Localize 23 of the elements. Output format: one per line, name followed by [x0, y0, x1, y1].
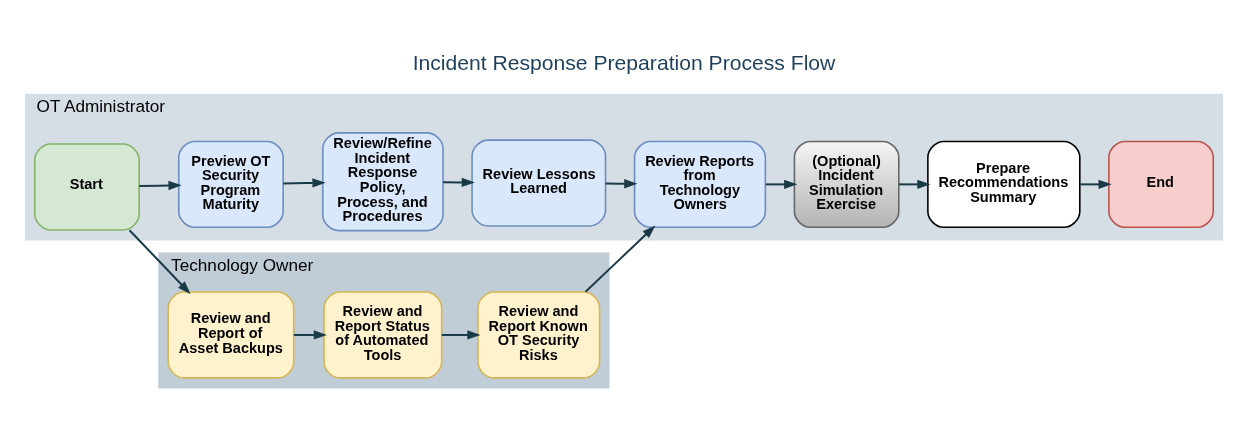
node-box: Prepare Recommendations Summary [927, 140, 1081, 228]
arrow [138, 180, 182, 190]
node-box: Review Lessons Learned [471, 138, 607, 227]
arrow [282, 177, 326, 188]
node-box: Preview OT Security Program Maturity [177, 140, 284, 228]
arrow [292, 329, 327, 340]
arrow [128, 228, 191, 294]
arrow [584, 224, 656, 293]
arrow [442, 177, 475, 187]
arrow [1079, 179, 1112, 189]
node-box: Review/Refine Incident Response Policy, Process, and Procedures [321, 131, 444, 231]
arrow [440, 329, 481, 340]
node-box: Review Reports from Technology Owners [633, 140, 767, 228]
node-box: (Optional) Incident Simulation Exercise [793, 140, 900, 228]
arrow [604, 178, 638, 188]
node-box: Review and Report Known OT Security Risks [477, 290, 601, 379]
node-box: Start [33, 142, 140, 231]
node-box: Review and Report Status of Automated Tools [323, 290, 443, 379]
arrow [898, 179, 931, 189]
arrow [764, 179, 798, 189]
diagram-title: Incident Response Preparation Process Flow [412, 50, 836, 74]
node-box: Review and Report of Asset Backups [167, 290, 295, 379]
node-box: End [1108, 140, 1215, 228]
